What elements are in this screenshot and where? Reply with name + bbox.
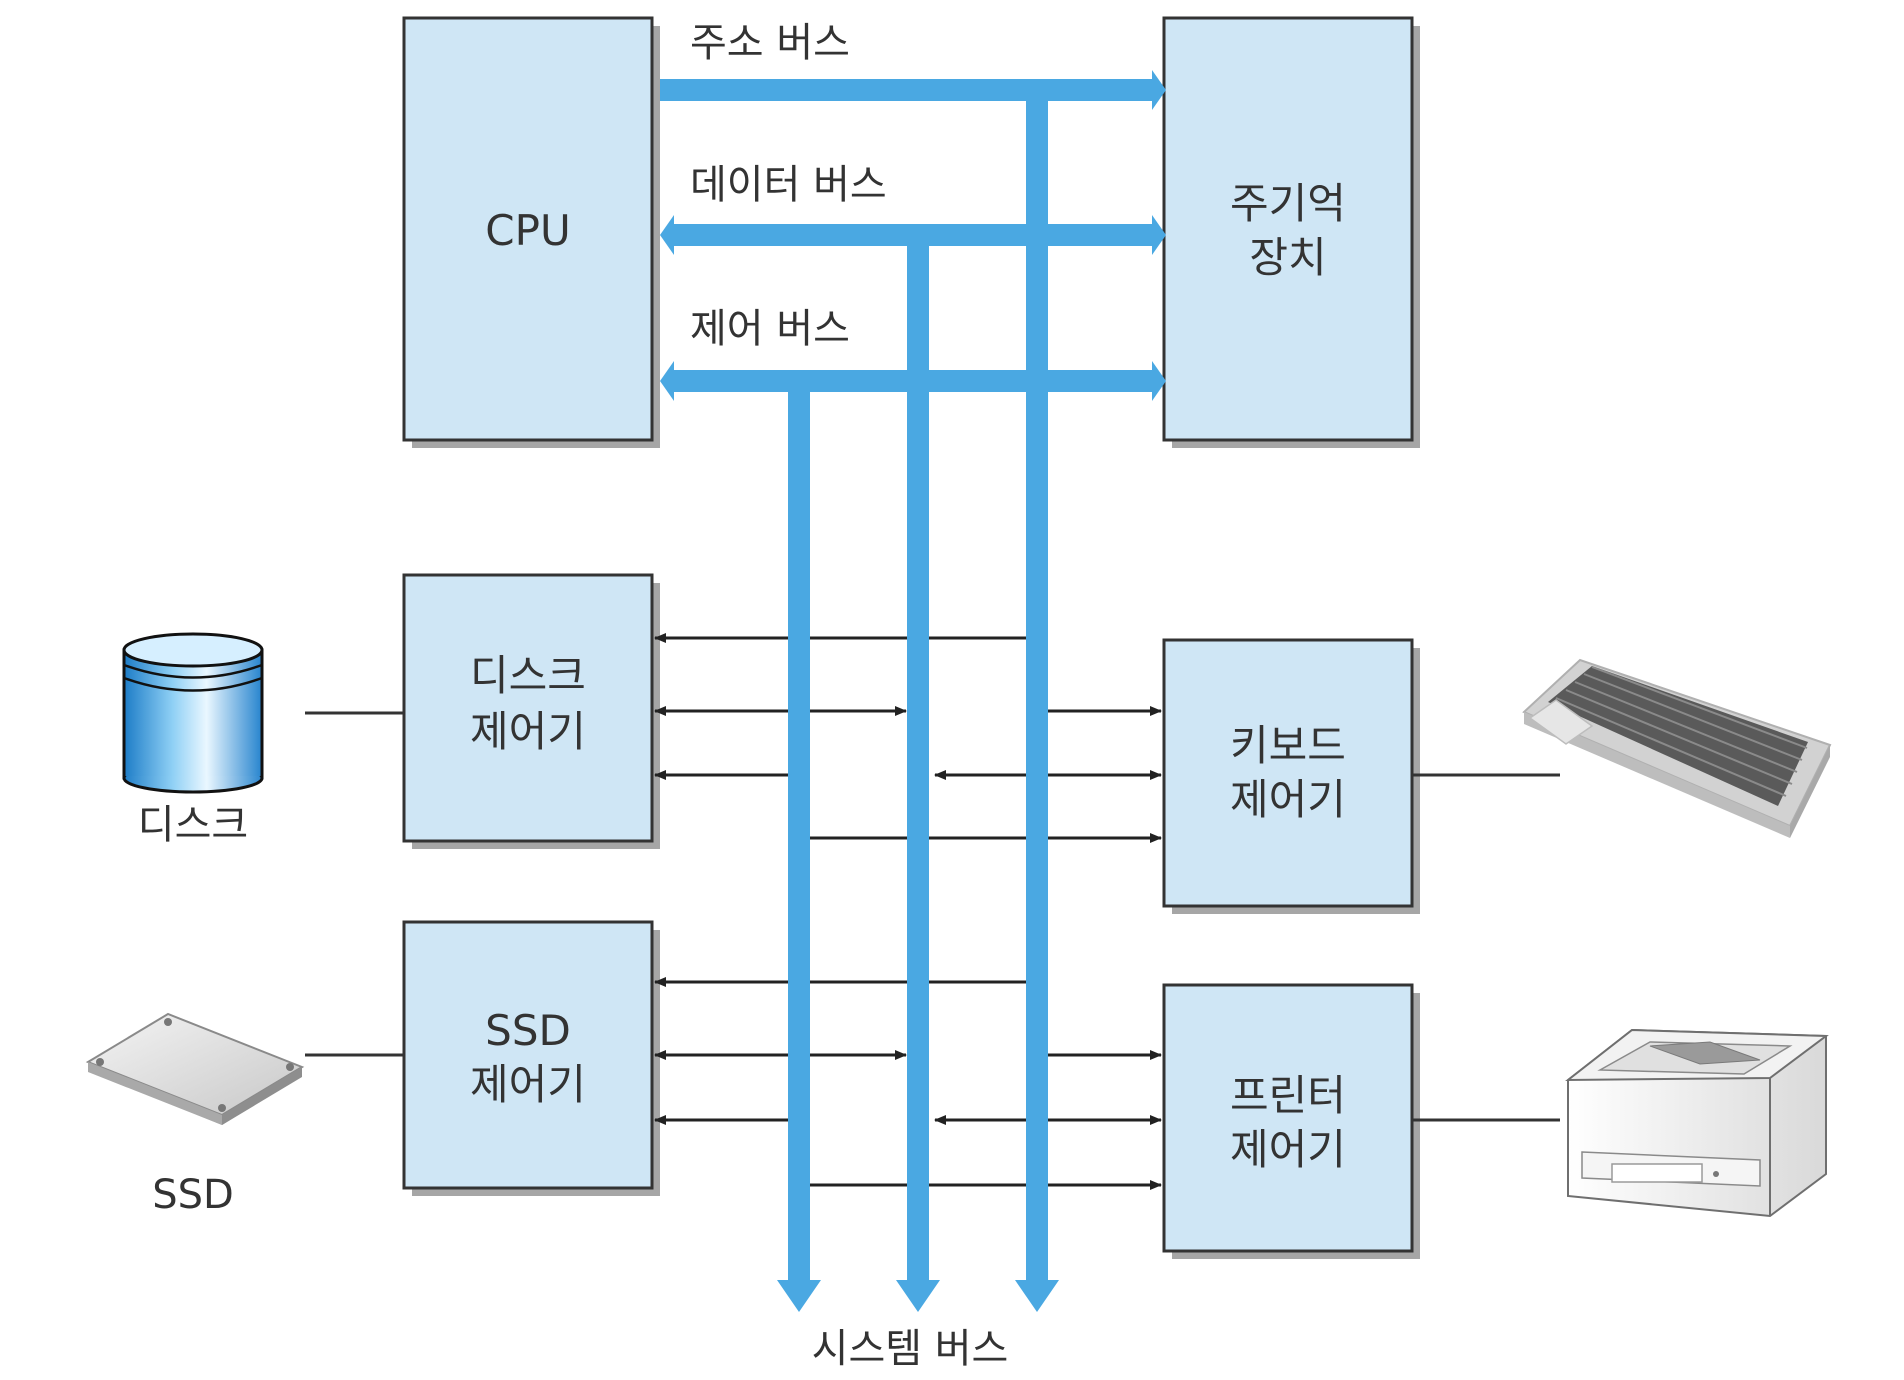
keyboard-icon xyxy=(1522,658,1832,838)
system-bus-data-line xyxy=(896,235,940,1312)
disk-icon xyxy=(122,632,264,794)
system-bus-label: 시스템 버스 xyxy=(812,1326,1009,1372)
printer-controller-box: 프린터 제어기 xyxy=(1162,983,1420,1259)
main-memory-box: 주기억 장치 xyxy=(1162,16,1420,448)
printer-controller-label-line1: 프린터 xyxy=(1230,1071,1346,1120)
ssd-device-label: SSD xyxy=(152,1172,234,1218)
cpu-label: CPU xyxy=(485,206,570,255)
ssd-controller-label-line1: SSD xyxy=(485,1006,571,1055)
keyboard-controller-box: 키보드 제어기 xyxy=(1162,638,1420,914)
bus-lines xyxy=(660,70,1166,1312)
disk-controller-label-line1: 디스크 xyxy=(470,651,586,700)
printer-controller-label-line2: 제어기 xyxy=(1230,1125,1346,1174)
control-bus-label: 제어 버스 xyxy=(690,306,850,352)
disk-device-label: 디스크 xyxy=(138,802,248,848)
ssd-icon xyxy=(85,1012,305,1125)
ssd-controller-label-line2: 제어기 xyxy=(470,1060,586,1109)
controller-connectors xyxy=(654,633,1162,1190)
keyboard-controller-label-line2: 제어기 xyxy=(1230,775,1346,824)
data-bus-label: 데이터 버스 xyxy=(690,162,887,208)
address-bus-label: 주소 버스 xyxy=(690,20,850,66)
cpu-box: CPU xyxy=(402,16,660,448)
system-bus-control-line xyxy=(777,381,821,1312)
main-memory-label-line1: 주기억 xyxy=(1230,179,1346,228)
keyboard-controller-label-line1: 키보드 xyxy=(1230,721,1346,770)
printer-icon xyxy=(1565,1028,1829,1218)
address-bus xyxy=(660,70,1166,110)
disk-controller-label-line2: 제어기 xyxy=(470,707,586,756)
system-bus-address-line xyxy=(1015,88,1059,1312)
ssd-controller-box: SSD 제어기 xyxy=(402,920,660,1196)
disk-controller-box: 디스크 제어기 xyxy=(402,573,660,849)
device-links xyxy=(305,711,1560,1122)
main-memory-label-line2: 장치 xyxy=(1249,233,1326,282)
